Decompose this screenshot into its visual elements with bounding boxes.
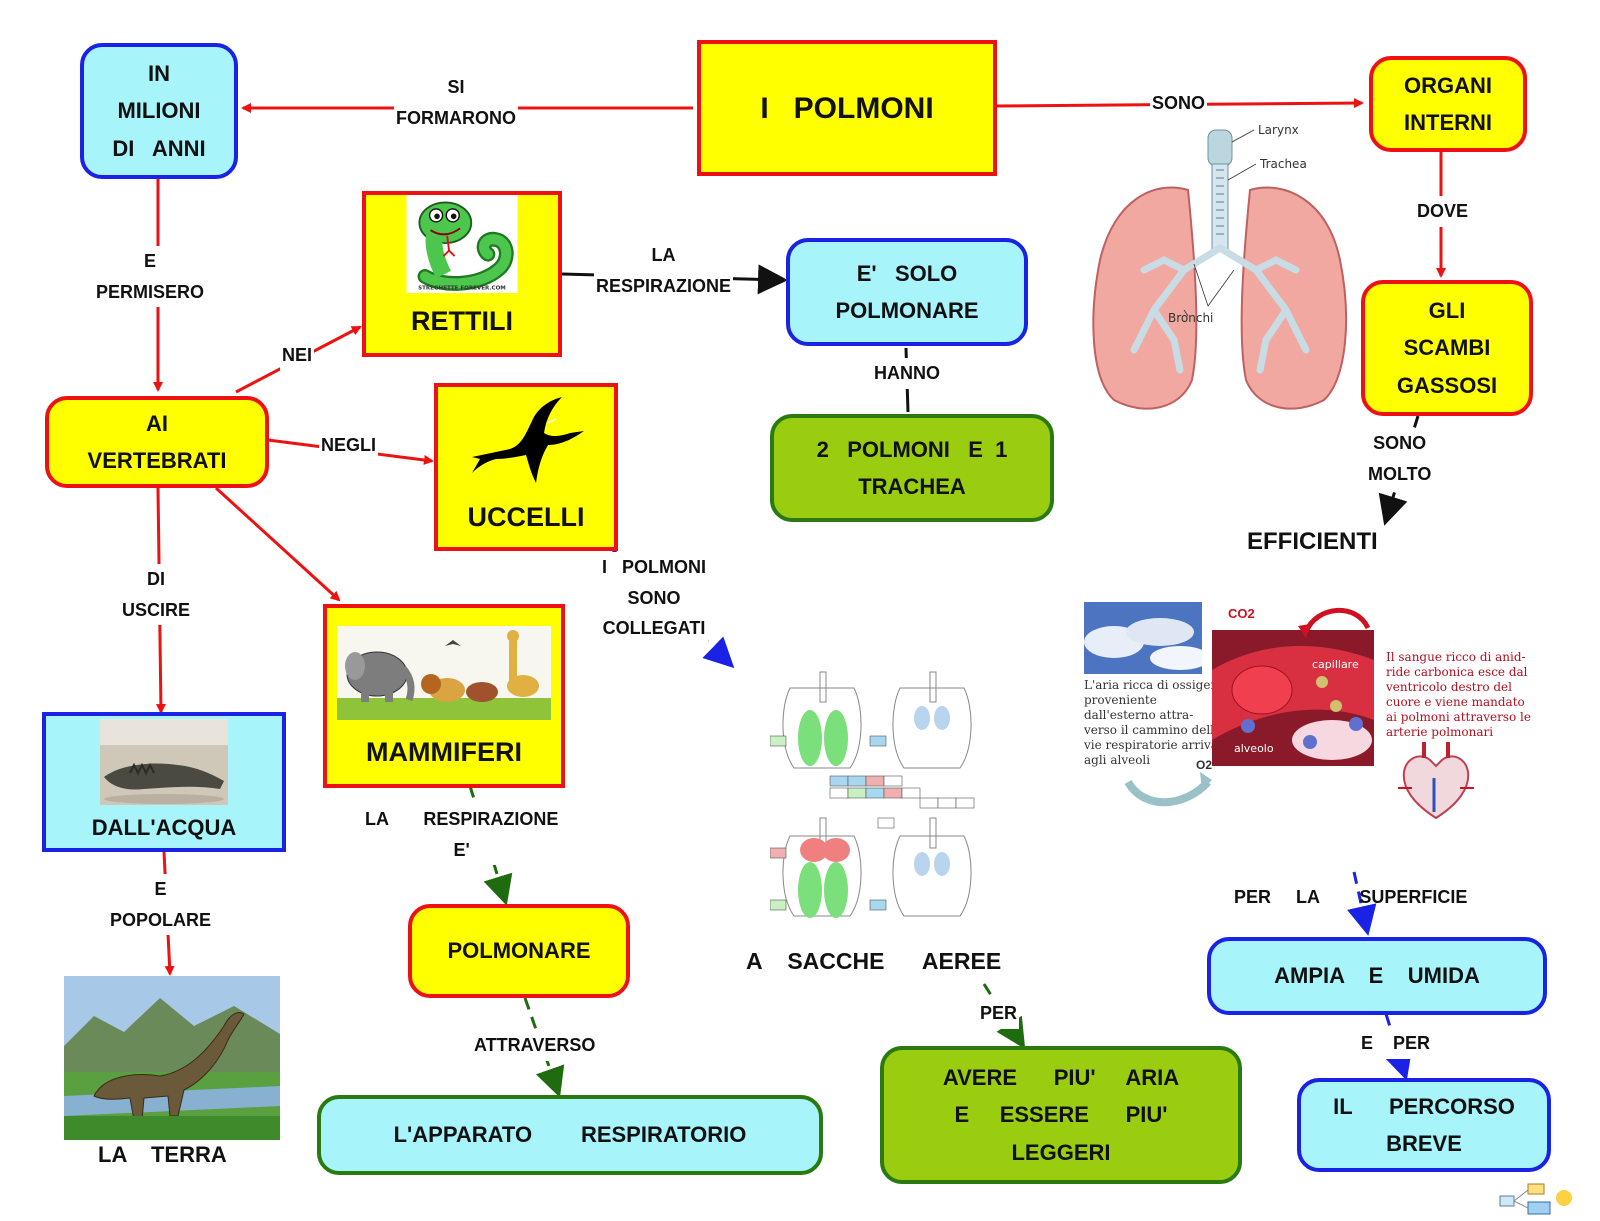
from-water-node: DALL'ACQUA [42,712,286,852]
reptiles-label: RETTILI [411,306,513,337]
birds-label: UCCELLI [467,502,585,533]
efficient-label: EFFICIENTI [1247,528,1378,555]
co2-label: CO2 [1228,606,1255,621]
the-land-label: LA TERRA [98,1142,227,1167]
gas-exchange-node: GLI SCAMBI GASSOSI [1361,280,1533,416]
link-si-formarono: SI FORMARONO [394,72,518,134]
link-hanno: HANNO [872,358,942,389]
heart-diagram-icon [1398,742,1474,820]
link-sono-molto: SONO MOLTO [1366,428,1434,490]
gas-text-left: L'aria ricca di ossigeno proveniente dal… [1084,678,1226,767]
link-per-la-superficie: PER LA SUPERFICIE [1234,887,1468,907]
two-lungs-trachea-node: 2 POLMONI E 1 TRACHEA [770,414,1054,522]
link-e-per: E PER [1359,1028,1433,1059]
link-di-uscire: DI USCIRE [120,564,193,626]
pulmonary-only-node: E' SOLO POLMONARE [786,238,1028,346]
logo-icon [1499,1183,1572,1215]
title-node: I POLMONI [697,40,997,176]
return-arrow-icon [1298,608,1371,638]
link-sono: SONO [1150,88,1208,119]
larynx-label: Larynx [1258,123,1299,137]
link-la-respirazione: LA RESPIRAZIONE [594,240,734,302]
more-air-node: AVERE PIU' ARIA E ESSERE PIU' LEGGERI [880,1046,1242,1184]
edge-exchange-efficient [1378,415,1420,526]
sky-photo [1084,602,1202,674]
link-la-resp-e: LA RESPIRAZIONE E' [363,804,561,866]
alveolo-label: alveolo [1234,742,1274,755]
lungs-anatomy-illustration: Larynx Trachea Bronchi [1092,123,1348,410]
bronchi-label: Bronchi [1168,311,1213,325]
crocodile-illustration [100,718,228,805]
link-negli: NEGLI [319,430,379,461]
dinosaur-landscape-illustration [64,976,280,1140]
birds-node: UCCELLI [434,383,618,551]
animals-illustration [337,626,551,721]
curved-arrow-icon [1124,772,1212,807]
link-polmoni-collegati: I POLMONI SONO COLLEGATI [600,552,709,644]
capillare-label: capillare [1312,658,1359,671]
trachea-label: Trachea [1259,157,1307,171]
respiratory-system-node: L'APPARATO RESPIRATORIO [317,1095,823,1175]
edge-surface-wide [1347,871,1377,936]
reptile-caption: STREGHETTE FOREVER.COM [418,285,506,291]
link-e-popolare: E POPOLARE [108,874,214,936]
internal-organs-node: ORGANI INTERNI [1369,56,1527,152]
snake-icon: STREGHETTE FOREVER.COM [406,195,518,294]
from-water-label: DALL'ACQUA [91,814,237,840]
vertebrates-node: AI VERTEBRATI [45,396,269,488]
gas-exchange-illustration: L'aria ricca di ossigeno proveniente dal… [1084,602,1531,822]
edge-vertebrates-mammals [214,486,341,602]
wide-moist-node: AMPIA E UMIDA [1207,937,1547,1015]
reptiles-node: STREGHETTE FOREVER.COM RETTILI [362,191,562,357]
link-nei: NEI [280,340,315,371]
link-per: PER [978,998,1020,1029]
mammals-node: MAMMIFERI [323,604,565,788]
mammals-label: MAMMIFERI [366,737,522,768]
swallow-icon [472,397,584,484]
link-dove: DOVE [1415,196,1471,227]
capillary-illustration: capillare alveolo [1212,630,1374,766]
link-e-permisero: E PERMISERO [94,246,207,308]
pulmonary-node: POLMONARE [408,904,630,998]
air-sacs-label: A SACCHE AEREE [746,948,1002,974]
edge-sacs-moreair [982,983,1026,1050]
short-path-node: IL PERCORSO BREVE [1297,1078,1551,1172]
air-sacs-diagram [770,671,975,918]
link-attraverso: ATTRAVERSO [472,1030,598,1061]
millions-of-years-node: IN MILIONI DI ANNI [80,43,238,179]
o2-label: O2 [1196,758,1213,772]
gas-text-right: Il sangue ricco di anid- ride carbonica … [1386,650,1531,739]
